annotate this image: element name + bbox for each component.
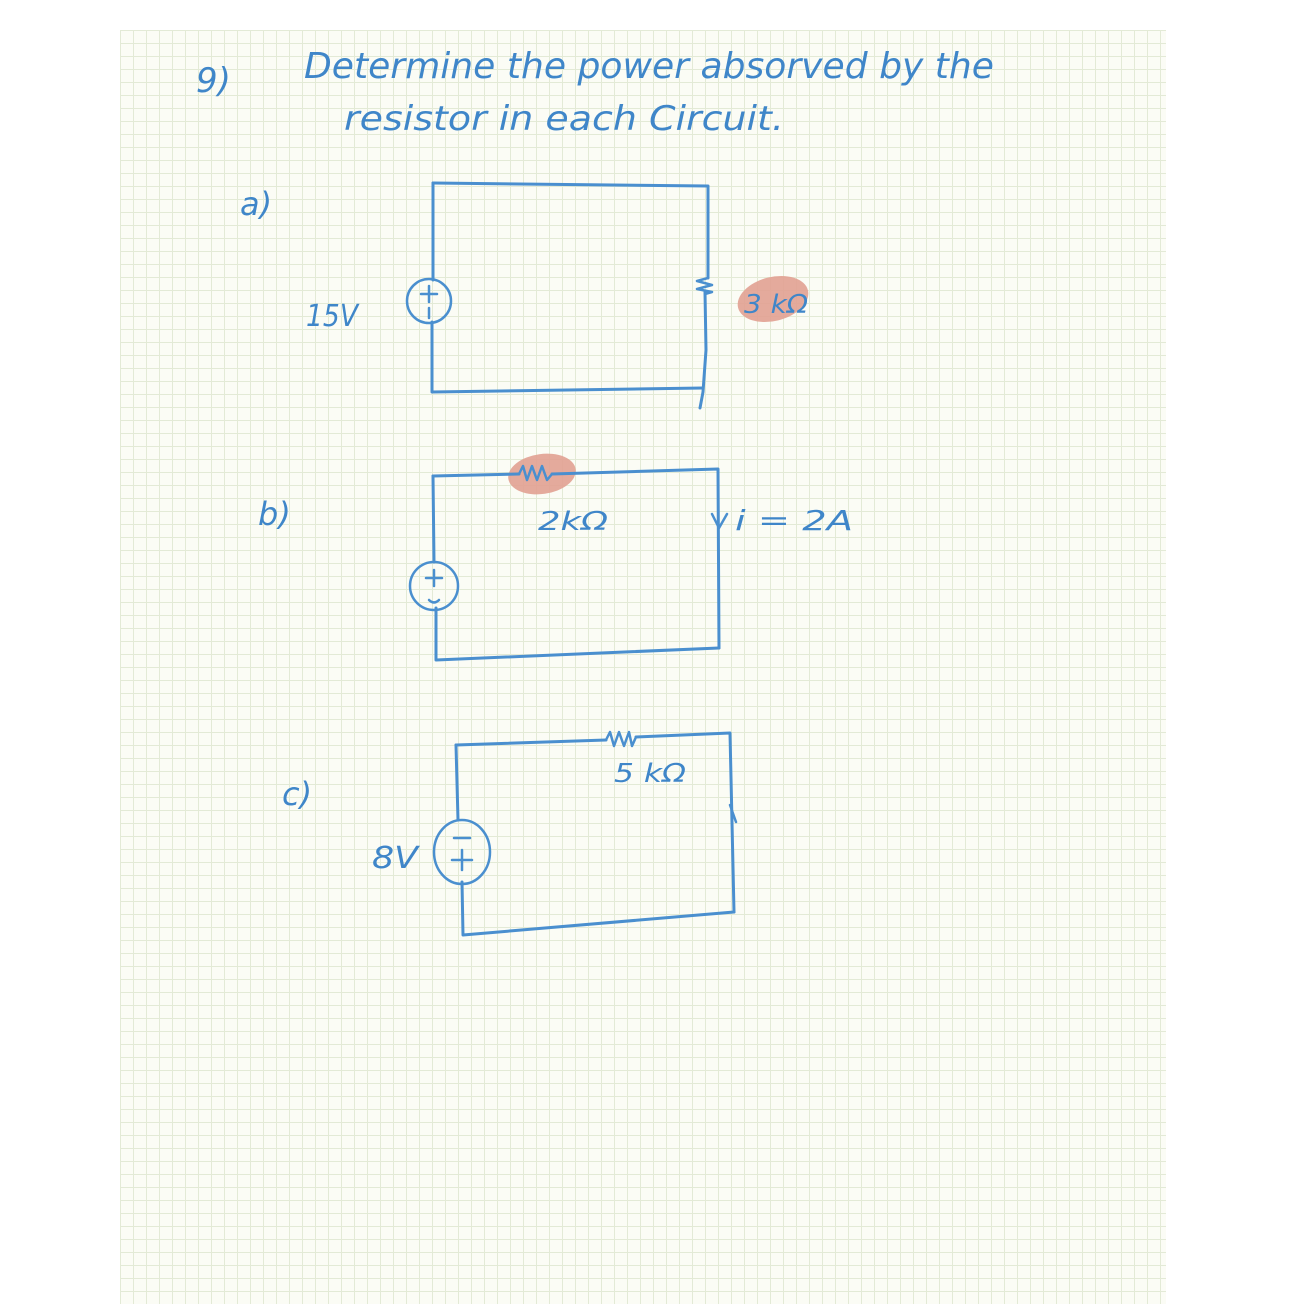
- circuit-c-voltage-source: [432, 818, 492, 886]
- circuit-b-highlight: [508, 453, 576, 495]
- circuit-b-wire-top-left: [431, 472, 521, 478]
- grid-paper-background: [120, 30, 1166, 1304]
- problem-line-1: Determine the power absorved by the: [304, 46, 994, 87]
- circuit-c-wire-top-right: [634, 731, 736, 914]
- circuit-a-wire-top-right: [431, 181, 710, 280]
- circuit-c-resistor-symbol: [604, 730, 638, 748]
- circuit-c-wire-left-top: [454, 743, 460, 822]
- circuit-c-wire-tick: [728, 803, 738, 824]
- circuit-b-minus-sign: [427, 598, 441, 604]
- circuit-b-current-arrow: [710, 512, 729, 530]
- circuit-b-resistor-value: 2kΩ: [538, 507, 608, 537]
- circuit-b-wire-top-right: [550, 467, 721, 650]
- circuit-a-wire-right-bottom: [698, 290, 708, 410]
- part-b-label: b): [258, 495, 291, 533]
- circuit-b-resistor-symbol: [517, 464, 554, 482]
- part-c-label: c): [282, 775, 312, 813]
- problem-line-2: resistor in each Circuit.: [344, 99, 784, 139]
- circuit-b: b) 2kΩ i = 2A: [258, 453, 853, 662]
- circuit-c-plus-sign: [450, 848, 474, 872]
- circuit-b-wire-left-top: [431, 474, 436, 564]
- circuit-a-wire-bottom: [430, 320, 705, 394]
- circuit-b-wire-bottom: [434, 606, 721, 662]
- circuit-c: c) 5 kΩ 8V: [282, 730, 738, 937]
- circuit-a-resistor-symbol: [695, 276, 714, 296]
- part-a-label: a): [240, 185, 272, 223]
- circuit-a: a) 15V 3 kΩ: [240, 181, 809, 410]
- circuit-a-voltage-source: [405, 277, 453, 325]
- circuit-a-plus-sign: [419, 284, 439, 304]
- problem-number: 9): [196, 61, 231, 101]
- circuit-a-highlight: [737, 275, 809, 323]
- circuit-c-wire-top-left: [454, 738, 608, 747]
- circuit-a-source-value: 15V: [306, 299, 360, 334]
- circuit-c-resistor-value: 5 kΩ: [614, 759, 686, 789]
- circuit-c-source-value: 8V: [372, 841, 421, 876]
- circuit-c-wire-bottom: [460, 880, 736, 937]
- circuit-b-current-label: i = 2A: [735, 504, 853, 537]
- circuit-b-plus-sign: [424, 568, 444, 588]
- circuit-a-resistor-value: 3 kΩ: [744, 290, 808, 320]
- circuit-b-voltage-source: [408, 560, 460, 612]
